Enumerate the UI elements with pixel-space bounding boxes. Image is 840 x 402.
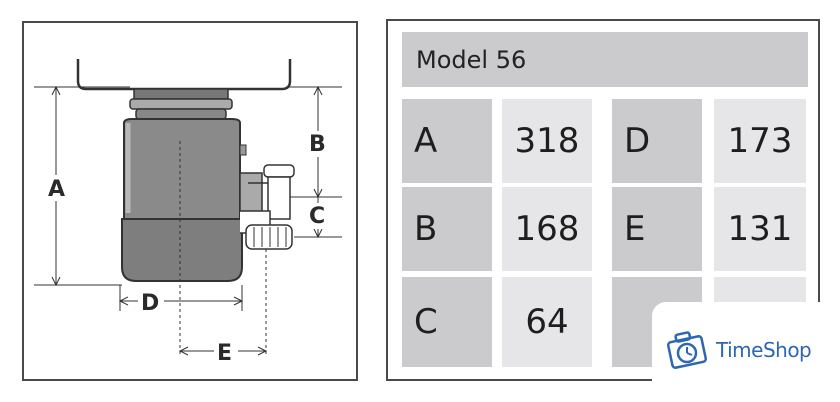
mount-flange <box>133 88 229 100</box>
row-1-left-label: A <box>402 99 492 183</box>
disposer-dimension-diagram: A B C D E <box>34 59 342 366</box>
mount-ring-lower <box>135 108 227 120</box>
unit-lower-body <box>121 218 243 282</box>
row-1-left-value: 318 <box>502 99 592 183</box>
row-2-left-value: 168 <box>502 187 592 271</box>
row-2-left-label: B <box>402 187 492 271</box>
dimension-d-label: D <box>141 291 159 316</box>
row-1-right-value: 173 <box>714 99 806 183</box>
outlet-top-cap <box>263 164 295 178</box>
dimension-b-label: B <box>309 132 326 157</box>
diagram-panel: A B C D E <box>22 21 358 381</box>
row-3-left-label: C <box>402 277 492 367</box>
logo-text: TimeShop <box>716 338 812 362</box>
dimension-c-label: C <box>309 204 325 229</box>
mount-ring <box>129 98 233 110</box>
dimension-e-label: E <box>217 341 232 366</box>
dimension-a-label: A <box>48 177 65 202</box>
row-2-right-label: E <box>612 187 702 271</box>
row-1-right-label: D <box>612 99 702 183</box>
outlet-nut <box>245 224 293 250</box>
row-2-right-value: 131 <box>714 187 806 271</box>
timeshop-logo: TimeShop <box>652 302 840 398</box>
row-3-left-value: 64 <box>502 277 592 367</box>
suitcase-clock-icon <box>666 331 708 369</box>
sink-outline <box>76 59 292 91</box>
outlet-tube <box>267 176 291 220</box>
side-knob <box>239 144 247 156</box>
unit-upper-body <box>123 118 241 220</box>
model-title: Model 56 <box>402 32 808 87</box>
